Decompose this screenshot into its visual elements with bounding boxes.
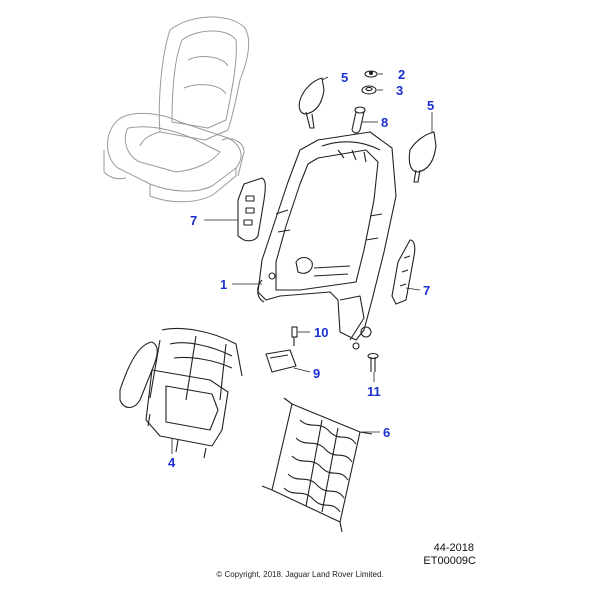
backrest-spring-mat xyxy=(261,397,373,533)
copyright-notice: © Copyright, 2018. Jaguar Land Rover Lim… xyxy=(216,570,384,579)
callout-5-right: 5 xyxy=(427,98,435,113)
callout-2: 2 xyxy=(398,67,406,82)
side-trim-right xyxy=(408,131,437,183)
callout-7-right: 7 xyxy=(423,283,431,298)
clip-part xyxy=(291,326,298,346)
callout-6: 6 xyxy=(383,425,391,440)
seat-back-frame xyxy=(257,131,397,350)
side-panel-left xyxy=(237,177,266,242)
callout-leader-lines xyxy=(171,73,433,454)
callout-9: 9 xyxy=(313,366,321,381)
bracket-part xyxy=(265,349,297,373)
callout-4: 4 xyxy=(168,455,176,470)
seat-reference-illustration xyxy=(103,16,250,203)
callout-3: 3 xyxy=(396,83,404,98)
callout-1: 1 xyxy=(220,277,228,292)
callout-11: 11 xyxy=(367,384,381,399)
headrest-guide-parts xyxy=(351,70,378,134)
callout-8: 8 xyxy=(381,115,389,130)
cushion-frame-assembly xyxy=(119,327,243,459)
bolt-part xyxy=(367,352,379,372)
side-trim-left xyxy=(298,77,325,129)
callout-5-left: 5 xyxy=(341,70,349,85)
callout-10: 10 xyxy=(314,325,329,340)
figure-code: ET00009C xyxy=(423,555,476,567)
date-code: 44-2018 xyxy=(433,542,474,554)
callout-7-left: 7 xyxy=(190,213,198,228)
side-panel-right xyxy=(391,239,416,305)
